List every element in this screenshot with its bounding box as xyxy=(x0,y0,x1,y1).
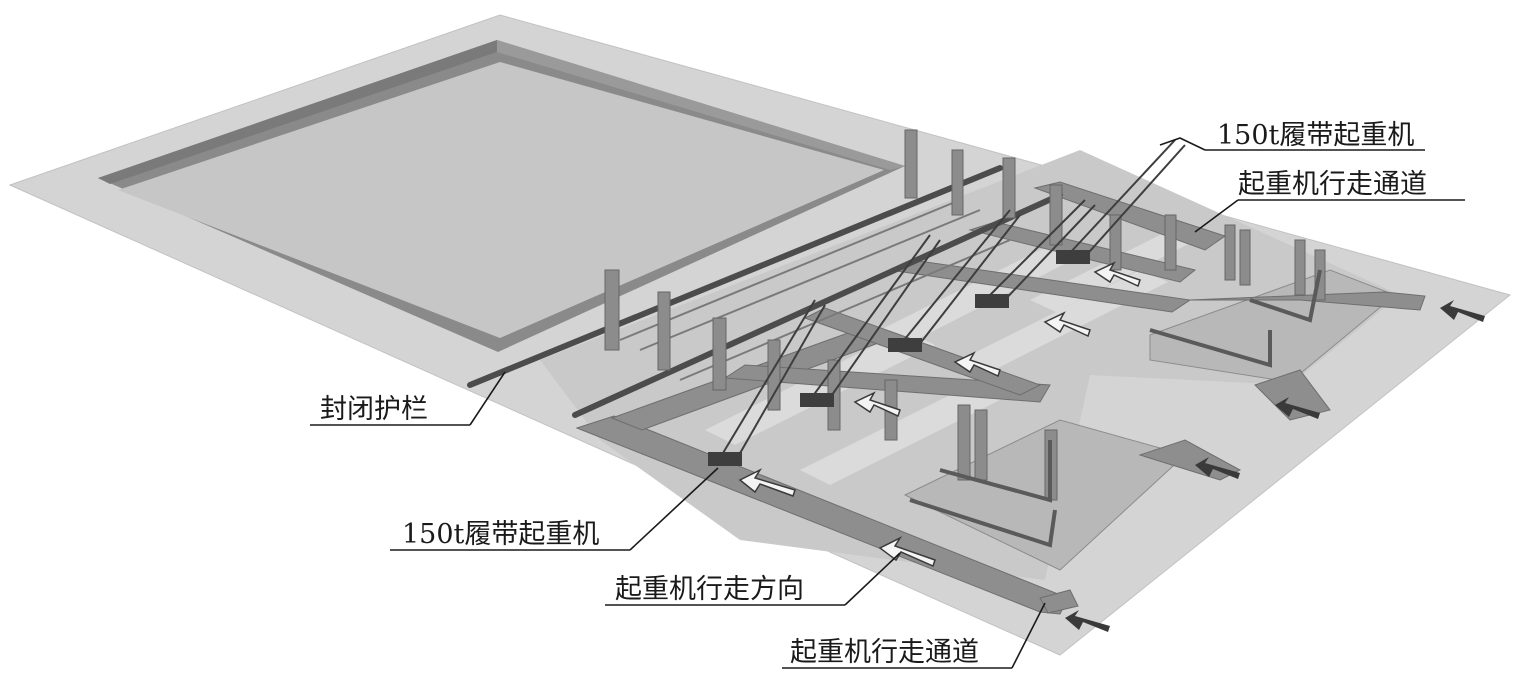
incoming-arrows xyxy=(1065,300,1485,632)
callout-crawler-crane-bottom: 150t履带起重机 xyxy=(390,467,719,551)
label-crawler-crane-bottom: 150t履带起重机 xyxy=(402,519,599,550)
label-crawler-crane-top: 150t履带起重机 xyxy=(1217,120,1414,151)
closed-guardrail-lines xyxy=(467,165,1063,418)
steel-frames xyxy=(909,269,1322,548)
label-crane-travel-direction: 起重机行走方向 xyxy=(615,574,804,605)
travel-direction-arrows xyxy=(738,261,1141,568)
label-crane-passage-bottom: 起重机行走通道 xyxy=(790,637,979,668)
foundation-pit xyxy=(98,40,905,352)
callout-crane-passage-top: 起重机行走通道 xyxy=(1194,169,1465,233)
callout-crane-travel-direction: 起重机行走方向 xyxy=(605,552,901,606)
callout-crawler-crane-top: 150t履带起重机 xyxy=(1159,120,1425,151)
guardrail-rail-tracks xyxy=(619,199,1011,381)
label-crane-passage-top: 起重机行走通道 xyxy=(1238,169,1427,200)
callout-closed-guardrail: 封闭护栏 xyxy=(310,371,506,426)
crawler-cranes xyxy=(719,139,1186,463)
callout-crane-passage-bottom: 起重机行走通道 xyxy=(782,602,1046,669)
label-closed-guardrail: 封闭护栏 xyxy=(320,394,428,425)
crane-roads xyxy=(575,181,1426,615)
crawler-crane-bodies xyxy=(708,250,1090,466)
